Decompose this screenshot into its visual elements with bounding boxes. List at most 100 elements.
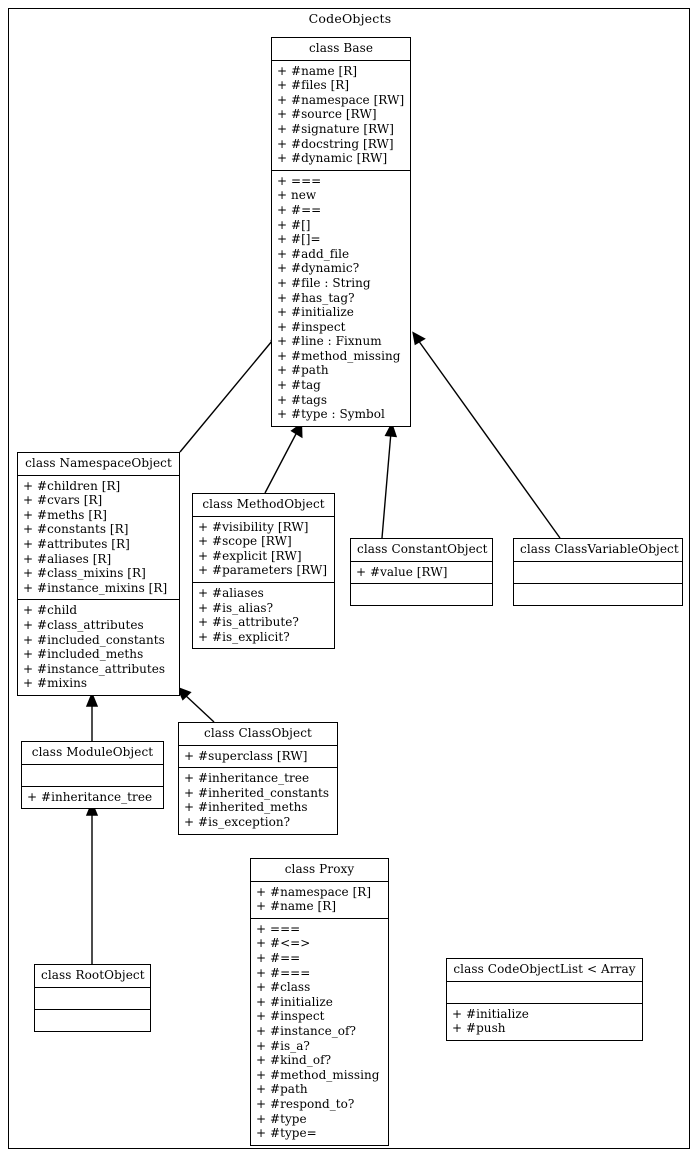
method: + #line : Fixnum (277, 334, 382, 349)
class-name-classobject: class ClassObject (179, 723, 337, 746)
attribute: + #instance_mixins [R] (23, 580, 168, 595)
class-box-classvariableobject[interactable]: class ClassVariableObject (513, 538, 683, 606)
attribute: + #parameters [RW] (198, 563, 328, 578)
method: + === (277, 173, 322, 188)
method: + #kind_of? (256, 1053, 332, 1068)
attribute: + #constants [R] (23, 522, 129, 537)
attribute: + #meths [R] (23, 507, 107, 522)
class-name-codeobjectlist: class CodeObjectList < Array (447, 959, 642, 982)
attribute: + #children [R] (23, 478, 121, 493)
class-box-classobject[interactable]: class ClassObject + #superclass [RW] + #… (178, 722, 338, 835)
method: + #<=> (256, 936, 311, 951)
method: + #dynamic? (277, 261, 360, 276)
attributes-constantobject: + #value [RW] (351, 562, 492, 585)
method: + #== (256, 950, 301, 965)
class-name-proxy: class Proxy (251, 859, 388, 882)
attribute: + #namespace [RW] (277, 92, 405, 107)
attributes-methodobject: + #visibility [RW] + #scope [RW] + #expl… (193, 517, 334, 583)
methods-base: + === + new + #== + #[] + #[]= + #add_fi… (272, 171, 410, 426)
class-box-namespaceobject[interactable]: class NamespaceObject + #children [R] + … (17, 452, 180, 696)
class-box-methodobject[interactable]: class MethodObject + #visibility [RW] + … (192, 493, 335, 650)
attribute: + #value [RW] (356, 564, 448, 579)
attributes-moduleobject (22, 765, 163, 787)
methods-rootobject (35, 1010, 150, 1031)
attributes-classvariableobject (514, 562, 682, 584)
method: + #method_missing (277, 348, 401, 363)
class-box-base[interactable]: class Base + #name [R] + #files [R] + #n… (271, 37, 411, 427)
attribute: + #docstring [RW] (277, 136, 394, 151)
method: + #initialize (256, 994, 333, 1009)
class-box-rootobject[interactable]: class RootObject (34, 964, 151, 1032)
attribute: + #attributes [R] (23, 536, 130, 551)
attributes-proxy: + #namespace [R] + #name [R] (251, 882, 388, 919)
method: + #inspect (277, 319, 346, 334)
method: + #is_alias? (198, 600, 274, 615)
method: + #is_exception? (184, 814, 291, 829)
methods-proxy: + === + #<=> + #== + #=== + #class + #in… (251, 919, 388, 1145)
method: + #type : Symbol (277, 407, 385, 422)
method: + #instance_of? (256, 1023, 357, 1038)
method: + #=== (256, 965, 311, 980)
attributes-classobject: + #superclass [RW] (179, 746, 337, 769)
method: + #aliases (198, 585, 264, 600)
method: + #inherited_meths (184, 800, 308, 815)
method: + #tag (277, 378, 321, 393)
class-box-moduleobject[interactable]: class ModuleObject + #inheritance_tree (21, 741, 164, 810)
class-name-namespaceobject: class NamespaceObject (18, 453, 179, 476)
attribute: + #dynamic [RW] (277, 151, 388, 166)
method: + #file : String (277, 275, 371, 290)
attribute: + #explicit [RW] (198, 548, 302, 563)
attributes-rootobject (35, 988, 150, 1010)
method: + #is_a? (256, 1038, 310, 1053)
attributes-codeobjectlist (447, 982, 642, 1004)
methods-codeobjectlist: + #initialize + #push (447, 1004, 642, 1040)
class-box-codeobjectlist[interactable]: class CodeObjectList < Array + #initiali… (446, 958, 643, 1041)
method: + #respond_to? (256, 1096, 355, 1111)
method: + #is_attribute? (198, 615, 299, 630)
diagram-title: CodeObjects (308, 11, 392, 26)
methods-constantobject (351, 584, 492, 605)
method: + #initialize (277, 305, 354, 320)
attribute: + #source [RW] (277, 107, 377, 122)
method: + #mixins (23, 676, 88, 691)
class-name-base: class Base (272, 38, 410, 61)
methods-namespaceobject: + #child + #class_attributes + #included… (18, 600, 179, 695)
method: + #push (452, 1021, 506, 1036)
method: + #path (277, 363, 329, 378)
class-name-classvariableobject: class ClassVariableObject (514, 539, 682, 562)
method: + #has_tag? (277, 290, 355, 305)
method: + #class_attributes (23, 617, 144, 632)
method: + #included_constants (23, 632, 165, 647)
method: + #inheritance_tree (27, 789, 153, 804)
class-name-rootobject: class RootObject (35, 965, 150, 988)
method: + #== (277, 202, 322, 217)
method: + #inherited_constants (184, 785, 330, 800)
class-name-moduleobject: class ModuleObject (22, 742, 163, 765)
attribute: + #namespace [R] (256, 884, 372, 899)
method: + #instance_attributes (23, 661, 166, 676)
method: + #class (256, 980, 311, 995)
method: + #[]= (277, 232, 321, 247)
attribute: + #superclass [RW] (184, 748, 308, 763)
attribute: + #name [R] (277, 63, 358, 78)
method: + #is_explicit? (198, 629, 290, 644)
methods-methodobject: + #aliases + #is_alias? + #is_attribute?… (193, 583, 334, 648)
methods-classvariableobject (514, 584, 682, 605)
attributes-namespaceobject: + #children [R] + #cvars [R] + #meths [R… (18, 476, 179, 601)
class-name-methodobject: class MethodObject (193, 494, 334, 517)
methods-classobject: + #inheritance_tree + #inherited_constan… (179, 768, 337, 833)
attribute: + #scope [RW] (198, 534, 292, 549)
method: + #type (256, 1111, 307, 1126)
method: + #path (256, 1082, 308, 1097)
attribute: + #signature [RW] (277, 121, 395, 136)
attribute: + #cvars [R] (23, 493, 103, 508)
attribute: + #files [R] (277, 78, 350, 93)
method: + #initialize (452, 1006, 529, 1021)
method: + #type= (256, 1126, 317, 1141)
class-name-constantobject: class ConstantObject (351, 539, 492, 562)
class-box-constantobject[interactable]: class ConstantObject + #value [RW] (350, 538, 493, 607)
attributes-base: + #name [R] + #files [R] + #namespace [R… (272, 61, 410, 171)
class-box-proxy[interactable]: class Proxy + #namespace [R] + #name [R]… (250, 858, 389, 1146)
method: + #included_meths (23, 647, 144, 662)
